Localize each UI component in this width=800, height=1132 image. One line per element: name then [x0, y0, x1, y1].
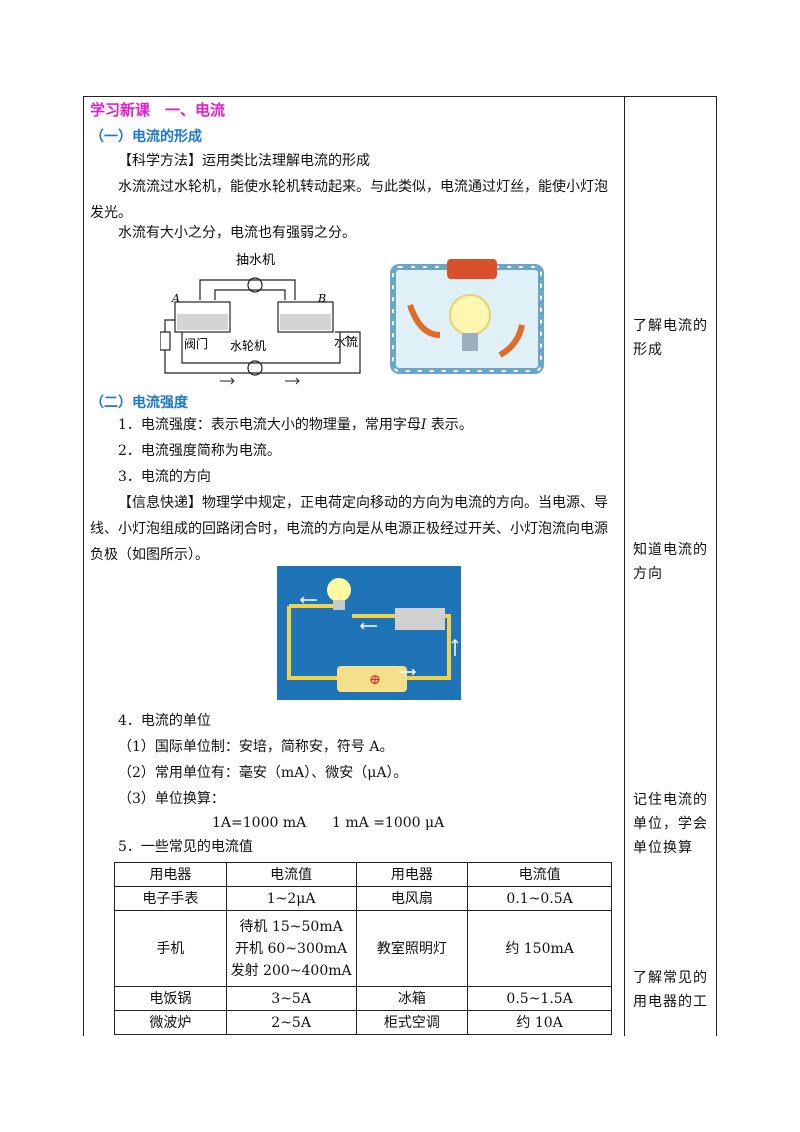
lesson-frame — [83, 96, 717, 1036]
current-values-table: 用电器 电流值 用电器 电流值 电子手表 1~2μA 电风扇 0.1~0.5A … — [114, 862, 612, 1035]
table-cell: 手机 — [114, 910, 227, 987]
science-method: 【科学方法】运用类比法理解电流的形成 — [118, 153, 370, 169]
table-cell: 1~2μA — [225, 886, 357, 911]
table-cell: 约 150mA — [467, 910, 612, 987]
label-valve: 阀门 — [184, 336, 208, 351]
item-5: 5．一些常见的电流值 — [118, 839, 253, 855]
battery-plus: ⊕ — [369, 672, 381, 688]
table-cell-multiline: 待机 15~50mA 开机 60~300mA 发射 200~400mA — [225, 910, 357, 987]
column-divider — [624, 96, 625, 1036]
label-pump: 抽水机 — [236, 253, 275, 268]
table-cell: 电饭锅 — [114, 986, 227, 1011]
item-2: 2．电流强度简称为电流。 — [118, 443, 281, 459]
table-cell: 电风扇 — [355, 886, 469, 911]
heading-current-strength: （二）电流强度 — [90, 395, 188, 411]
section-title: 学习新课 一、电流 — [90, 101, 226, 119]
table-cell-line: 待机 15~50mA — [239, 918, 343, 935]
table-cell: 3~5A — [225, 986, 357, 1011]
table-cell-line: 发射 200~400mA — [230, 962, 352, 979]
table-cell: 2~5A — [225, 1010, 357, 1035]
water-circuit-diagram: 抽水机 A B 阀门 水轮机 水流 — [160, 253, 361, 385]
table-cell: 教室照明灯 — [355, 910, 469, 987]
item-4: 4．电流的单位 — [118, 713, 211, 729]
paragraph-analogy: 水流流过水轮机，能使水轮机转动起来。与此类似，电流通过灯丝，能使小灯泡发光。 — [90, 179, 608, 221]
item-3: 3．电流的方向 — [118, 469, 211, 485]
circuit-direction-diagram: ⊕ — [277, 566, 461, 700]
table-header: 用电器 — [355, 862, 469, 887]
table-header: 电流值 — [467, 862, 612, 887]
side-note-1: 了解电流的形成 — [633, 318, 708, 358]
paragraph-strength: 水流有大小之分，电流也有强弱之分。 — [118, 225, 356, 241]
unit-2: （2）常用单位有：毫安（mA）、微安（μA）。 — [118, 765, 408, 781]
heading-current-formation: （一）电流的形成 — [90, 129, 202, 145]
side-note-2: 知道电流的方向 — [633, 542, 708, 582]
side-note-3: 记住电流的单位，学会单位换算 — [633, 792, 708, 856]
table-header: 用电器 — [114, 862, 227, 887]
label-b: B — [317, 292, 326, 305]
table-cell: 约 10A — [467, 1010, 612, 1035]
table-cell: 冰箱 — [355, 986, 469, 1011]
side-note-4: 了解常见的用电器的工 — [633, 970, 708, 1010]
label-turbine: 水轮机 — [230, 339, 266, 353]
info-express: 【信息快递】物理学中规定，正电荷定向移动的方向为电流的方向。当电源、导线、小灯泡… — [90, 495, 608, 563]
table-cell-line: 开机 60~300mA — [235, 940, 348, 957]
unit-3: （3）单位换算： — [118, 791, 225, 807]
table-cell: 微波炉 — [114, 1010, 227, 1035]
unit-1: （1）国际单位制：安培，简称安，符号 A。 — [118, 739, 394, 755]
label-a: A — [171, 292, 180, 305]
table-cell: 0.5~1.5A — [467, 986, 612, 1011]
item-1: 1．电流强度：表示电流大小的物理量，常用字母I 表示。 — [118, 417, 473, 433]
table-header: 电流值 — [225, 862, 357, 887]
table-cell: 0.1~0.5A — [467, 886, 612, 911]
bulb-circuit-diagram — [390, 259, 544, 374]
table-cell: 电子手表 — [114, 886, 227, 911]
label-flow: 水流 — [334, 335, 358, 349]
table-cell: 柜式空调 — [355, 1010, 469, 1035]
